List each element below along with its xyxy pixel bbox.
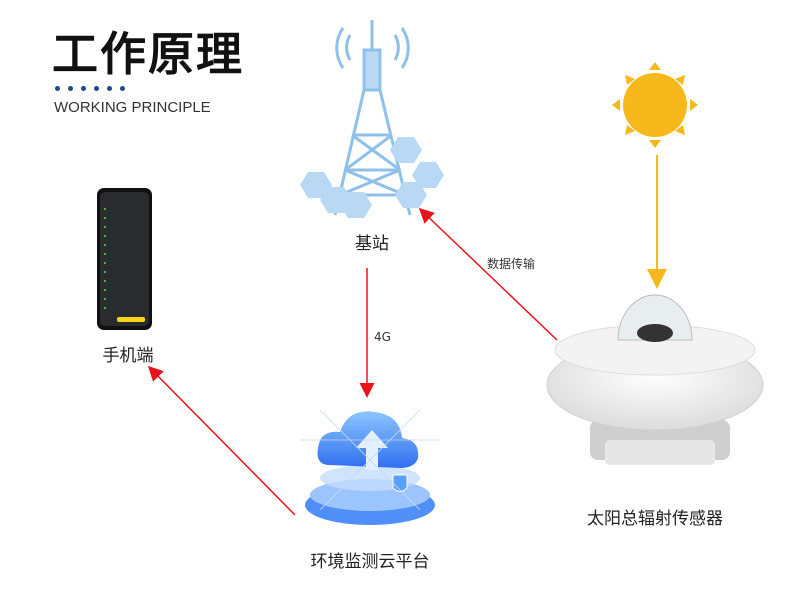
base-station-tower-icon [300, 20, 444, 218]
base-station-label: 基站 [355, 234, 389, 254]
data-transfer-label: 数据传输 [487, 257, 536, 271]
cloud-to-phone-arrow [147, 365, 296, 516]
sensor-label: 太阳总辐射传感器 [587, 509, 723, 529]
data-transfer-arrow [418, 207, 558, 341]
sun-icon [612, 62, 698, 148]
page-title: 工作原理 [52, 27, 244, 81]
phone-label: 手机端 [102, 346, 154, 366]
solar-radiation-sensor-image [546, 294, 764, 465]
smartphone-image [97, 188, 152, 330]
cloud-platform-label: 环境监测云平台 [310, 552, 430, 572]
title-dots [55, 86, 125, 91]
page-subtitle: WORKING PRINCIPLE [54, 99, 211, 116]
network-label: 4G [374, 330, 391, 344]
cloud-platform-icon [300, 409, 440, 525]
